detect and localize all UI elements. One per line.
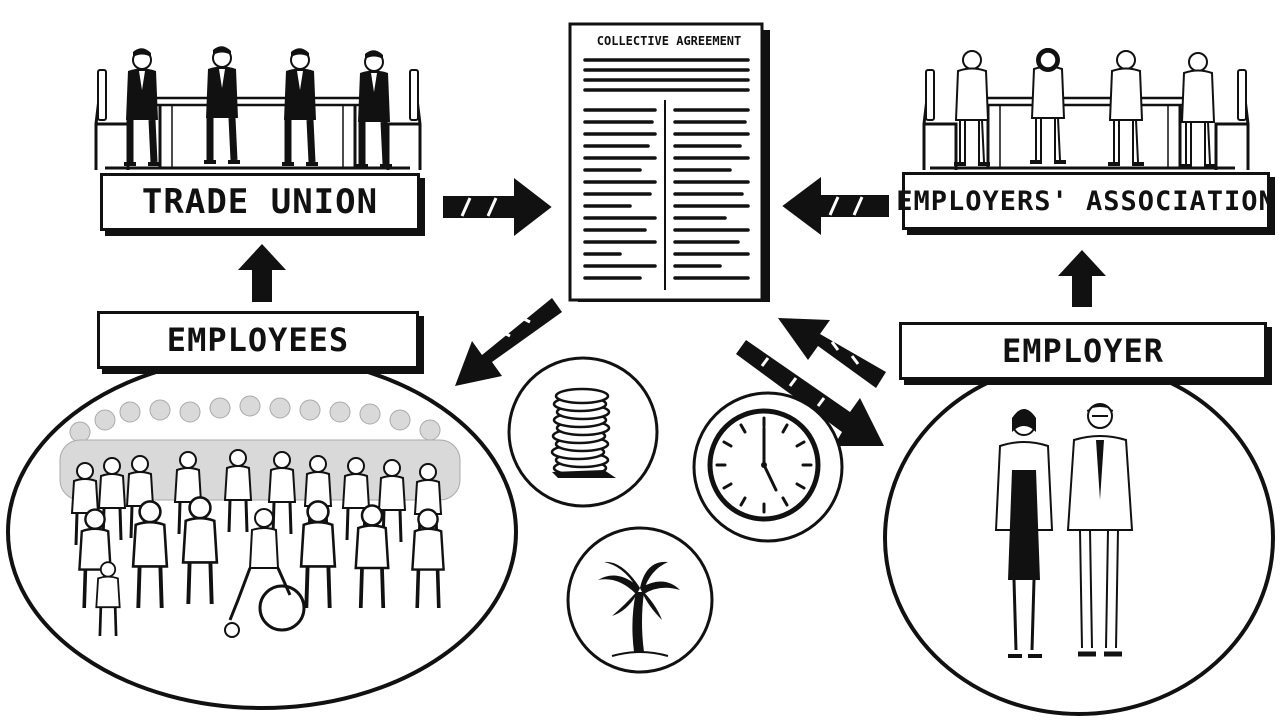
wheelchair-user	[224, 508, 306, 638]
clock-icon	[692, 391, 844, 543]
arrow-agreement-to-employees	[455, 298, 562, 386]
employer-man	[1066, 403, 1134, 657]
arrow-agreement-to-employer	[736, 340, 884, 446]
employees-crowd-illustration	[6, 354, 518, 710]
employees-label: EMPLOYEES	[97, 311, 419, 369]
employers-meeting-illustration	[922, 47, 1250, 172]
arrow-trade-union-to-agreement	[443, 177, 552, 237]
arrow-employers-association-to-agreement	[782, 177, 889, 235]
employer-illustration	[883, 360, 1275, 716]
arrow-employer-to-agreement	[778, 318, 886, 388]
arrow-employer-to-employers-association	[1058, 250, 1106, 307]
collective-agreement-title: COLLECTIVE AGREEMENT	[596, 34, 742, 48]
coin-stack-icon	[507, 356, 659, 508]
employers-association-label: EMPLOYERS' ASSOCIATION	[896, 172, 1275, 230]
palm-tree-icon	[566, 526, 714, 674]
employer-label: EMPLOYER	[899, 322, 1267, 380]
arrow-employees-to-trade-union	[238, 244, 286, 302]
trade-union-label: TRADE UNION	[100, 173, 420, 231]
trade-union-meeting-illustration	[94, 46, 422, 172]
collective-agreement-document	[568, 22, 770, 302]
employer-woman	[994, 409, 1054, 658]
